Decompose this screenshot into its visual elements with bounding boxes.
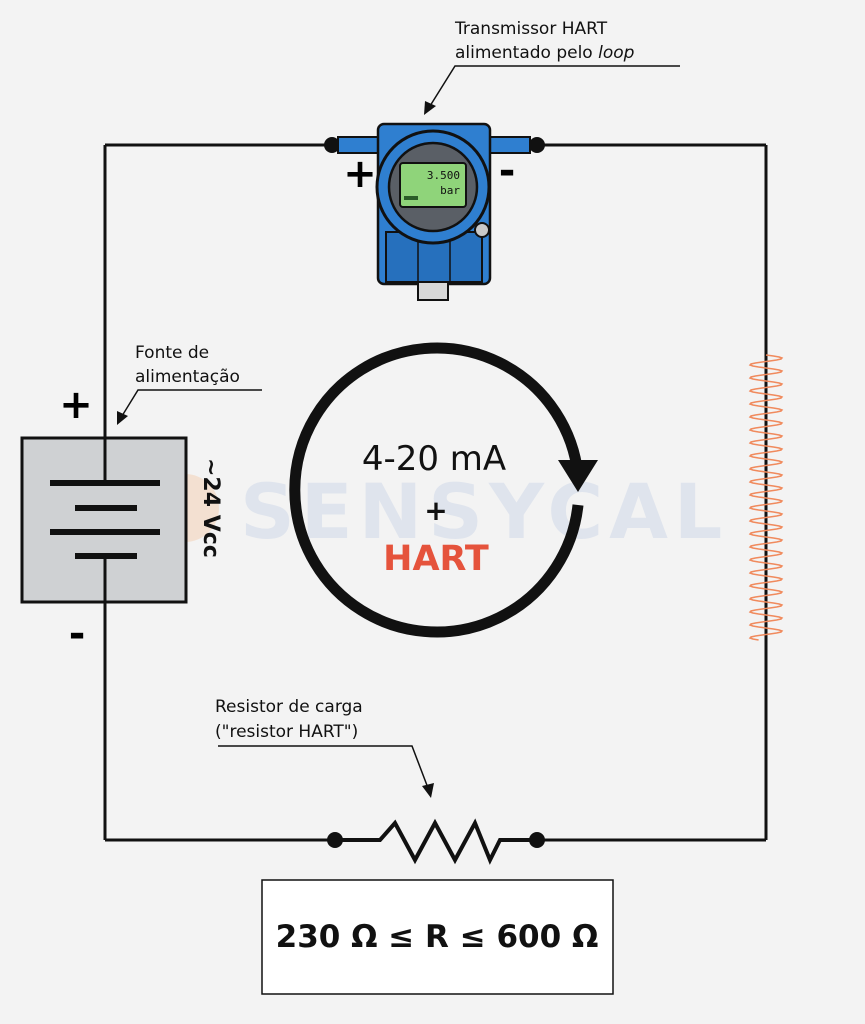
- terminal-transmitter-positive: [324, 137, 340, 153]
- transmitter-label-line2: alimentado pelo loop: [455, 43, 635, 63]
- watermark: SENSYCAL: [151, 467, 728, 556]
- hart-label: HART: [383, 539, 489, 579]
- transmitter-label-arrow-icon: [424, 101, 436, 115]
- hart-signal-wave: [748, 354, 784, 641]
- power-supply-label-line2: alimentação: [135, 367, 240, 387]
- current-loop-arrow: [289, 342, 584, 638]
- transmitter-label-leader: [429, 65, 680, 107]
- power-supply-label-leader: [121, 389, 262, 417]
- watermark-text: SENSYCAL: [240, 467, 728, 556]
- transmitter-label-line1: Transmissor HART: [454, 19, 608, 39]
- transmitter-icon: 3.500 bar: [337, 122, 531, 301]
- resistor-label-line2: ("resistor HART"): [215, 722, 358, 742]
- battery-negative-sign: -: [69, 611, 86, 657]
- resistor-label-leader: [218, 745, 429, 789]
- current-loop-arrow-head-icon: [558, 460, 598, 492]
- resistor-label-arrow-icon: [422, 783, 434, 798]
- transmitter-negative-sign: -: [499, 148, 516, 194]
- lcd-bar: [404, 196, 418, 200]
- power-supply-label: Fonte de alimentação: [117, 343, 262, 425]
- circuit-wires: [103, 143, 768, 842]
- resistor-label: Resistor de carga ("resistor HART"): [215, 697, 434, 798]
- lcd-unit: bar: [440, 184, 460, 197]
- current-label: 4-20 mA: [362, 439, 506, 479]
- transmitter-screw-icon: [474, 222, 490, 238]
- terminal-transmitter-negative: [529, 137, 545, 153]
- plus-label: +: [424, 494, 447, 527]
- load-resistor-icon: [335, 818, 537, 865]
- transmitter-process-connection: [417, 281, 449, 301]
- power-supply-icon: [20, 436, 188, 604]
- resistance-range-text: 230 Ω ≤ R ≤ 600 Ω: [276, 919, 599, 955]
- transmitter-label: Transmissor HART alimentado pelo loop: [424, 19, 680, 115]
- voltage-label: ~24 Vcc: [198, 458, 223, 558]
- lcd-value: 3.500: [427, 169, 460, 182]
- resistance-range-box: [261, 879, 614, 995]
- resistor-label-line1: Resistor de carga: [215, 697, 363, 717]
- power-supply-label-line1: Fonte de: [135, 343, 209, 363]
- transmitter-positive-sign: +: [343, 151, 377, 197]
- power-supply-label-arrow-icon: [117, 411, 128, 425]
- battery-positive-sign: +: [59, 382, 93, 428]
